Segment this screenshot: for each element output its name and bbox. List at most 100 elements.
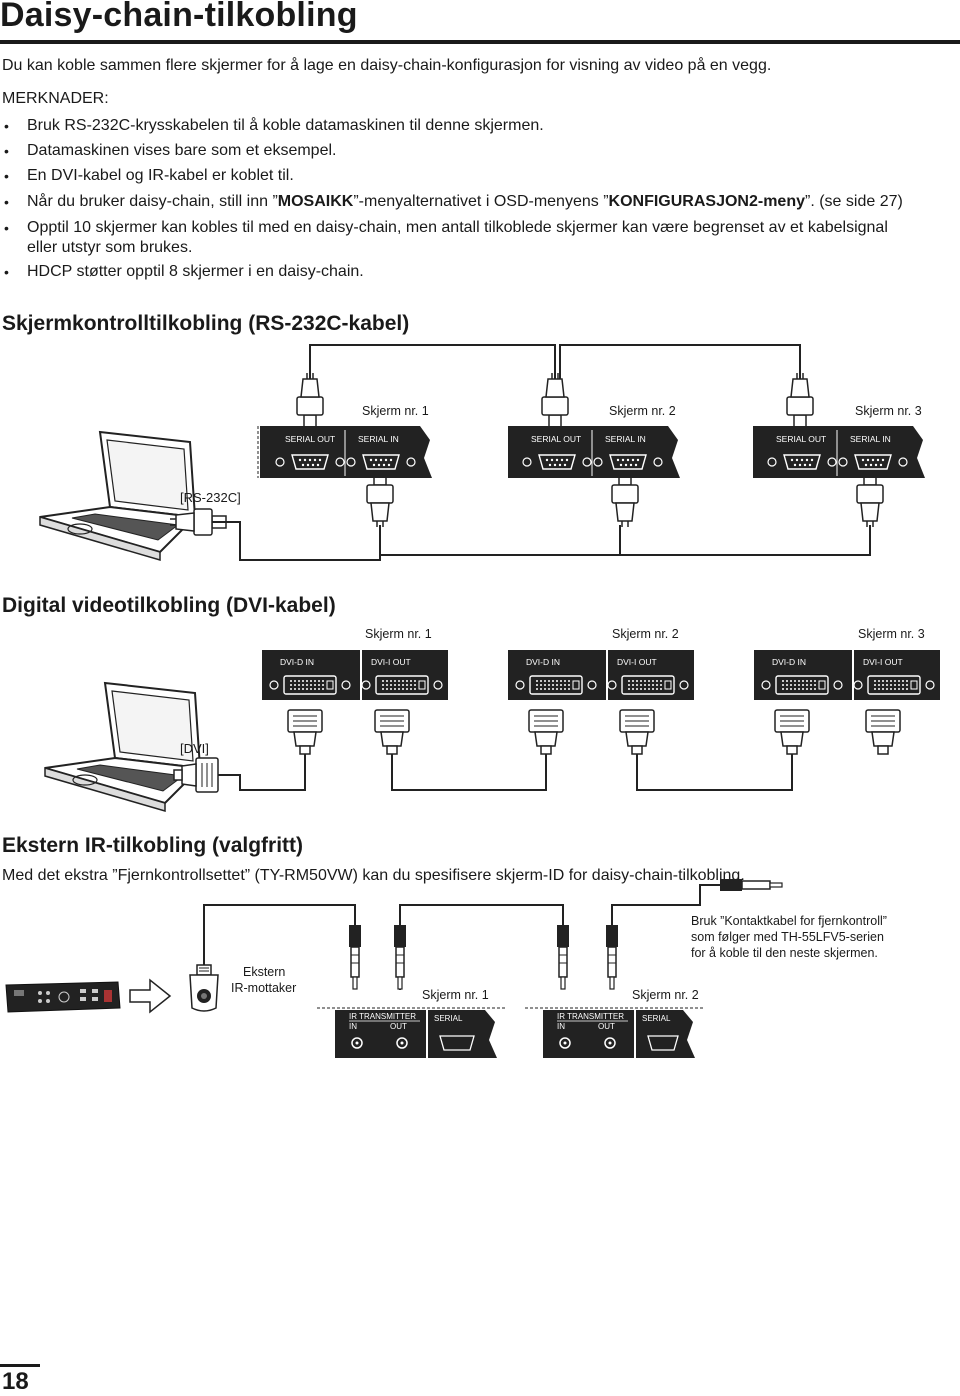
dvi-connector: [287, 709, 323, 755]
ir-in-label: IN: [349, 1022, 357, 1031]
dvi-in-label: DVI-D IN: [526, 657, 560, 667]
rs232-cable-1-2: [309, 344, 556, 380]
db9-connector: [541, 372, 569, 430]
rs232-cable-3: [619, 525, 871, 556]
mosaic-menu-name: MOSAIKK: [277, 193, 354, 210]
bullet-dot: •: [4, 264, 9, 280]
db9-connector: [611, 470, 639, 528]
intro-text: Du kan koble sammen flere skjermer for å…: [2, 57, 772, 74]
receiver-label-line1: Ekstern: [243, 965, 285, 979]
cable-note-line2: som følger med TH-55LFV5-serien: [691, 930, 884, 944]
rs232-diagram: SERIAL OUT SERIAL IN SERIAL OUT SERIAL I…: [39, 344, 925, 561]
ir-in-label: IN: [557, 1022, 565, 1031]
cable-note-line1: Bruk ”Kontaktkabel for fjernkontroll”: [691, 914, 887, 928]
note-item-continued: eller utstyr som brukes.: [27, 239, 193, 256]
dvi-cable-2-3: [636, 735, 793, 791]
note-item: Datamaskinen vises bare som et eksempel.: [27, 142, 337, 159]
rs232-heading: Skjermkontrolltilkobling (RS-232C-kabel): [2, 312, 410, 335]
dvi-in-label: DVI-D IN: [280, 657, 314, 667]
ir-receiver-icon: [189, 964, 219, 1012]
rs232-pc-cable: [212, 521, 381, 561]
bullet-dot: •: [4, 118, 9, 134]
receiver-label-line2: IR-mottaker: [231, 981, 296, 995]
mini-jack-plug: [720, 879, 783, 891]
serial-in-label: SERIAL IN: [358, 434, 399, 444]
dvi-diagram: DVI-D IN DVI-I OUT DVI-D IN DVI-I OUT DV…: [44, 627, 940, 812]
serial-label: SERIAL: [642, 1014, 671, 1023]
ir-intro-text: Med det ekstra ”Fjernkontrollsettet” (TY…: [2, 867, 745, 884]
ir-cable-1-2: [399, 904, 564, 990]
dvi-panel-3: DVI-D IN DVI-I OUT: [754, 650, 940, 700]
ir-diagram: Ekstern IR-mottaker IR TRANSMITTER IN OU…: [5, 879, 887, 1058]
db9-connector: [366, 470, 394, 528]
notes-heading: MERKNADER:: [2, 90, 109, 107]
dvi-cable-1-2: [391, 735, 547, 791]
dvi-out-label: DVI-I OUT: [863, 657, 903, 667]
screen-label-3: Skjerm nr. 3: [858, 627, 925, 641]
ir-transmitter-label: IR TRANSMITTER: [349, 1012, 416, 1021]
dvi-out-label: DVI-I OUT: [371, 657, 411, 667]
rs232-panel-1: SERIAL OUT SERIAL IN: [257, 426, 432, 478]
note-item: HDCP støtter opptil 8 skjermer i en dais…: [27, 263, 364, 280]
db9-connector: [296, 372, 324, 430]
rs232-cable-label: [RS-232C]: [180, 490, 241, 505]
dvi-heading: Digital videotilkobling (DVI-kabel): [2, 594, 336, 617]
ir-transmitter-label: IR TRANSMITTER: [557, 1012, 624, 1021]
rs232-panel-3: SERIAL OUT SERIAL IN: [753, 426, 925, 478]
serial-label: SERIAL: [434, 1014, 463, 1023]
dvi-pc-cable: [214, 740, 306, 791]
serial-out-label: SERIAL OUT: [285, 434, 335, 444]
ir-heading: Ekstern IR-tilkobling (valgfritt): [2, 834, 304, 857]
dvi-connector: [865, 709, 901, 755]
bullet-dot: •: [4, 168, 9, 184]
dvi-connector: [774, 709, 810, 755]
footer-rule: [0, 1364, 40, 1367]
note-item: Bruk RS-232C-krysskabelen til å koble da…: [27, 117, 544, 134]
cable-note-line3: for å koble til den neste skjermen.: [691, 946, 878, 960]
arrow-right-icon: [129, 978, 172, 1014]
remote-control-icon: [5, 981, 121, 1013]
note-item: Opptil 10 skjermer kan kobles til med en…: [27, 219, 888, 236]
serial-in-label: SERIAL IN: [605, 434, 646, 444]
bullet-dot: •: [4, 194, 9, 210]
screen-label-2: Skjerm nr. 2: [612, 627, 679, 641]
serial-out-label: SERIAL OUT: [531, 434, 581, 444]
ir-panel-1: IR TRANSMITTER IN OUT SERIAL: [317, 1007, 505, 1058]
rs232-panel-2: SERIAL OUT SERIAL IN: [508, 426, 680, 478]
screen-label-2: Skjerm nr. 2: [632, 988, 699, 1002]
ir-panel-2: IR TRANSMITTER IN OUT SERIAL: [525, 1007, 703, 1058]
dvi-connector: [374, 709, 410, 755]
screen-label-1: Skjerm nr. 1: [422, 988, 489, 1002]
laptop-icon: [39, 431, 196, 561]
bullet-dot: •: [4, 220, 9, 236]
dvi-in-label: DVI-D IN: [772, 657, 806, 667]
screen-label-2: Skjerm nr. 2: [609, 404, 676, 418]
notes-list: • Bruk RS-232C-krysskabelen til å koble …: [0, 116, 960, 286]
dvi-connector: [619, 709, 655, 755]
db9-connector: [856, 470, 884, 528]
dvi-out-label: DVI-I OUT: [617, 657, 657, 667]
note-item: En DVI-kabel og IR-kabel er koblet til.: [27, 167, 294, 184]
rs232-cable-chain: [559, 344, 801, 380]
serial-out-label: SERIAL OUT: [776, 434, 826, 444]
bullet-dot: •: [4, 143, 9, 159]
dvi-cable-label: [DVI]: [180, 741, 209, 756]
screen-label-3: Skjerm nr. 3: [855, 404, 922, 418]
title-rule: [0, 40, 960, 44]
note-item-mosaic: Når du bruker daisy-chain, still inn ”MO…: [27, 193, 903, 210]
rs232-cable-2-3: [379, 525, 621, 556]
screen-label-1: Skjerm nr. 1: [362, 404, 429, 418]
config-menu-name: KONFIGURASJON2-meny: [608, 193, 805, 210]
dvi-connector: [528, 709, 564, 755]
ir-out-label: OUT: [598, 1022, 615, 1031]
page-number: 18: [2, 1368, 29, 1395]
db9-connector: [786, 372, 814, 430]
ir-out-label: OUT: [390, 1022, 407, 1031]
dvi-panel-2: DVI-D IN DVI-I OUT: [508, 650, 694, 700]
mini-jack-plug: [349, 925, 361, 990]
mini-jack-plug: [557, 925, 569, 990]
laptop-icon: [44, 682, 201, 812]
dvi-panel-1: DVI-D IN DVI-I OUT: [262, 650, 448, 700]
mini-jack-plug: [606, 925, 618, 990]
